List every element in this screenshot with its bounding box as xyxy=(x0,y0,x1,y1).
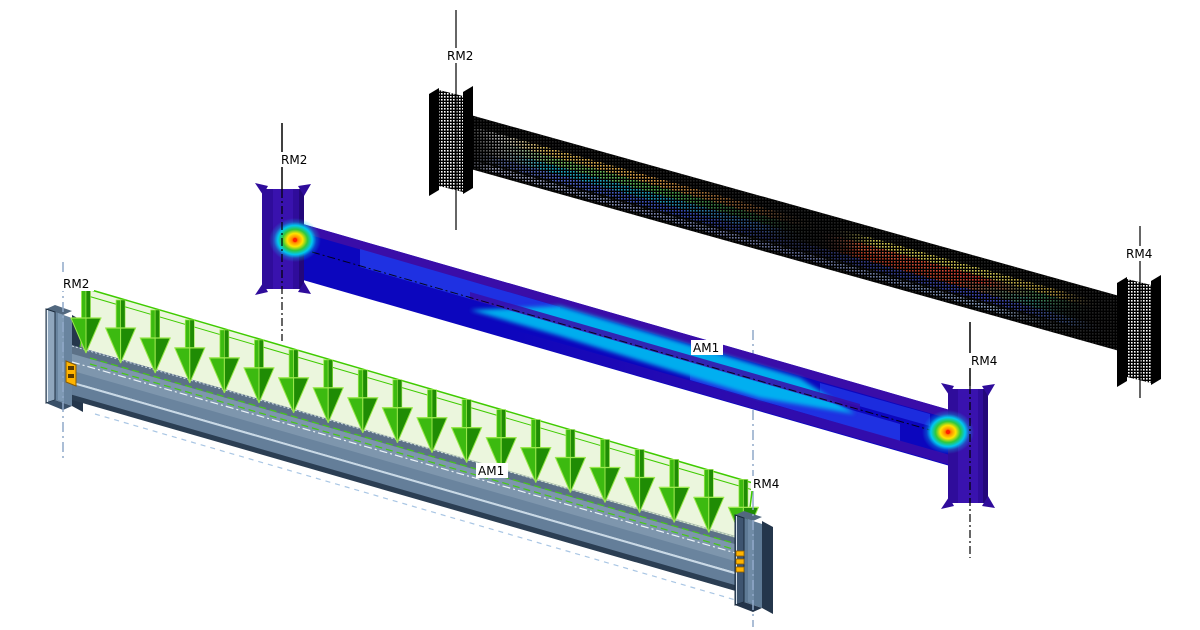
bolt xyxy=(735,558,745,565)
bolt xyxy=(68,366,74,370)
flange-flare xyxy=(941,383,954,395)
label-text: RM4 xyxy=(753,477,779,491)
member-labels: RM2 RM4 RM2 AM1 RM4 RM2 AM1 RM4 xyxy=(61,48,1157,491)
bolts-right[interactable] xyxy=(735,550,745,573)
column-top-cut xyxy=(46,305,72,315)
beam-band xyxy=(72,369,746,577)
stub-flange xyxy=(1117,277,1127,387)
beam-band xyxy=(72,345,746,550)
bolt xyxy=(735,566,745,573)
label-box xyxy=(476,463,508,478)
stress-beam[interactable] xyxy=(303,224,950,466)
label-text: AM1 xyxy=(478,464,504,478)
stress-cyan-zone xyxy=(470,306,855,414)
stress-band xyxy=(470,292,860,411)
member-label-rm4-stress[interactable]: RM4 xyxy=(969,353,1002,368)
beam-band xyxy=(72,352,746,567)
column-far-flange xyxy=(762,521,773,614)
beam-axis-dash-line xyxy=(311,251,945,435)
flange-flare xyxy=(941,497,954,509)
stub-flange xyxy=(429,88,439,196)
member-label-rm4-model[interactable]: RM4 xyxy=(751,476,784,491)
label-text: RM4 xyxy=(971,354,997,368)
label-box xyxy=(1124,246,1157,261)
load-projection-line xyxy=(89,357,741,546)
column-web-light xyxy=(58,313,64,402)
label-box xyxy=(445,48,478,63)
stress-band xyxy=(303,224,950,419)
label-box xyxy=(61,276,94,291)
member-label-am1-stress[interactable]: AM1 xyxy=(691,340,723,355)
flange-highlight xyxy=(72,380,746,579)
fin-plate-bolts-left[interactable] xyxy=(65,360,77,387)
stress-beam-bands xyxy=(303,224,950,465)
beam-band xyxy=(72,381,746,591)
hotspot-core xyxy=(945,429,951,435)
flange-flare xyxy=(982,384,995,396)
flange-flare xyxy=(298,184,311,196)
member-label-am1-model[interactable]: AM1 xyxy=(476,463,508,478)
stress-contour-view[interactable] xyxy=(255,123,995,558)
bolt xyxy=(735,550,745,557)
stub-shade xyxy=(983,389,988,503)
flange-flare xyxy=(255,183,268,195)
steel-beam-bands xyxy=(72,345,746,594)
beam-band xyxy=(72,393,746,594)
flange-flare xyxy=(982,496,995,508)
stress-band xyxy=(820,383,930,426)
load-surface-fill xyxy=(80,289,753,541)
label-box xyxy=(751,476,784,491)
member-label-rm2-model[interactable]: RM2 xyxy=(61,276,94,291)
column-bottom-cut xyxy=(46,400,72,410)
flange-flare xyxy=(255,283,268,295)
label-text: RM4 xyxy=(1126,247,1152,261)
flange-flare xyxy=(298,282,311,294)
steel-beam[interactable] xyxy=(66,343,752,604)
label-text: RM2 xyxy=(63,277,89,291)
member-label-rm4-mesh[interactable]: RM4 xyxy=(1124,246,1157,261)
stress-band xyxy=(500,326,950,465)
load-projection-line xyxy=(89,363,741,552)
label-box xyxy=(279,152,312,167)
stub-web-mesh xyxy=(1127,279,1151,383)
member-label-rm2-mesh[interactable]: RM2 xyxy=(445,48,478,63)
label-box xyxy=(969,353,1002,368)
mesh-column-stub-left[interactable] xyxy=(429,86,473,196)
deformed-mesh-view[interactable] xyxy=(429,10,1161,398)
mesh-texture xyxy=(467,114,1123,352)
label-text: AM1 xyxy=(693,341,719,355)
hotspot-core xyxy=(292,237,298,243)
hidden-edge-line xyxy=(94,413,747,604)
fin-plate xyxy=(65,360,77,387)
bolt xyxy=(68,374,74,378)
column-top-cut xyxy=(735,511,762,521)
stub-web-mesh xyxy=(439,90,463,192)
label-text: RM2 xyxy=(281,153,307,167)
flange-centerline xyxy=(71,361,747,557)
label-text: RM2 xyxy=(447,49,473,63)
column-bottom-cut xyxy=(735,602,762,612)
stub-flange xyxy=(1151,275,1161,385)
mesh-beam[interactable] xyxy=(467,114,1123,352)
member-label-rm2-stress[interactable]: RM2 xyxy=(279,152,312,167)
stub-flange xyxy=(463,86,473,194)
solid-model-view[interactable] xyxy=(45,262,773,627)
label-box xyxy=(691,340,723,355)
mesh-column-stub-right[interactable] xyxy=(1117,275,1161,387)
